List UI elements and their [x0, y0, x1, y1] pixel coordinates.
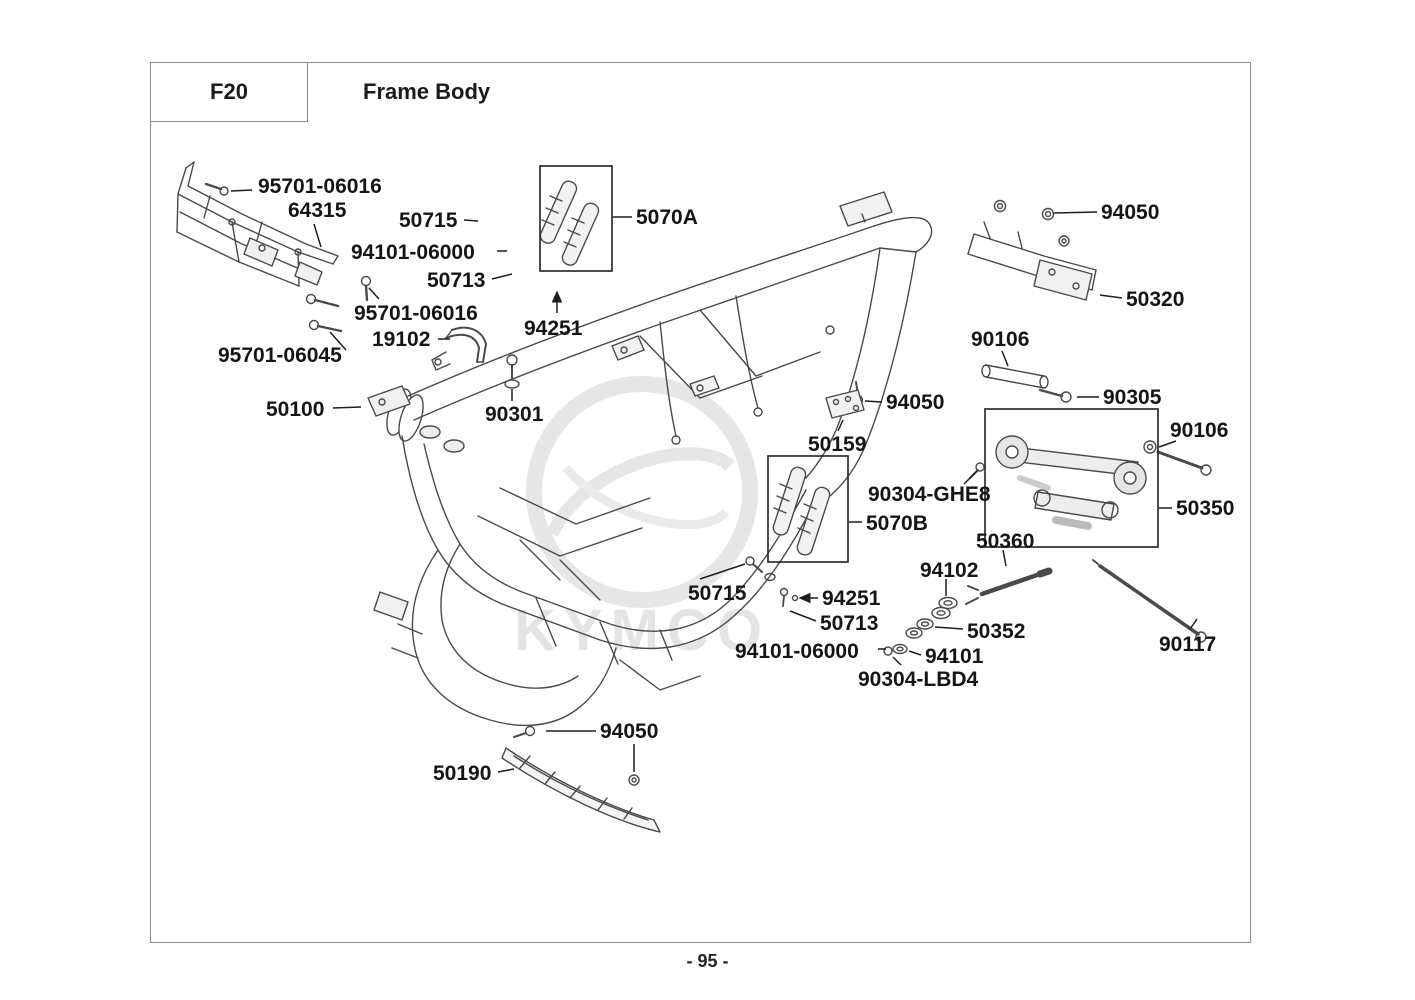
part-label-19102-6: 19102 — [372, 328, 431, 351]
floor-brace — [501, 725, 661, 833]
part-label-94102-23: 94102 — [920, 559, 979, 582]
leader-line-95701-06016 — [368, 287, 380, 300]
kymco-watermark: KYMCO — [514, 376, 762, 663]
part-label-64315-1: 64315 — [288, 199, 347, 222]
part-label-94101-06000-28: 94101-06000 — [735, 640, 859, 663]
rear-carrier — [967, 199, 1097, 301]
part-label-5070B-20: 5070B — [866, 512, 928, 535]
leader-line-90106 — [1158, 440, 1177, 448]
leader-line-95701-06045 — [329, 331, 347, 351]
part-label-95701-06045-7: 95701-06045 — [218, 344, 342, 367]
part-label-94101-29: 94101 — [925, 645, 984, 668]
detail-box-5070B — [767, 455, 849, 563]
mid-right-hardware — [825, 364, 1212, 479]
leader-line-50320 — [1099, 294, 1123, 299]
wire-bracket — [431, 326, 520, 389]
leader-line-50715 — [699, 563, 746, 580]
leader-line-50159 — [837, 419, 844, 432]
detail-box-5070A — [539, 165, 613, 272]
leader-line-50713 — [491, 273, 513, 280]
part-label-50350-21: 50350 — [1176, 497, 1235, 520]
page-number: - 95 - — [686, 951, 729, 971]
part-label-50360-22: 50360 — [976, 530, 1035, 553]
part-label-50713-26: 50713 — [820, 612, 879, 635]
part-label-50320-11: 50320 — [1126, 288, 1185, 311]
leader-line-90106 — [1001, 350, 1009, 367]
part-label-90106-14: 90106 — [1170, 419, 1229, 442]
frame-drawing — [176, 161, 1212, 833]
leader-lines — [230, 189, 1198, 773]
part-label-50352-27: 50352 — [967, 620, 1026, 643]
part-label-94050-10: 94050 — [1101, 201, 1160, 224]
part-label-5070A-9: 5070A — [636, 206, 698, 229]
footrest-rubbers-5070B — [772, 466, 831, 556]
part-label-50715-24: 50715 — [688, 582, 747, 605]
leader-line-50190 — [497, 768, 515, 773]
leader-line-90304-GHE8 — [963, 470, 978, 485]
leader-line-95701-06016 — [230, 189, 253, 192]
main-frame — [367, 191, 933, 727]
part-label-50713-4: 50713 — [427, 269, 486, 292]
part-label-95701-06016-0: 95701-06016 — [258, 175, 382, 198]
footrest-rubbers-5070A — [539, 180, 600, 266]
leader-line-90304-LBD4 — [892, 656, 902, 666]
part-label-94101-06000-3: 94101-06000 — [351, 241, 475, 264]
part-label-50100-17: 50100 — [266, 398, 325, 421]
front-fasteners — [204, 182, 372, 333]
part-label-94251-8: 94251 — [524, 317, 583, 340]
leader-line-50360 — [1002, 549, 1007, 567]
lower-hardware — [745, 556, 1207, 656]
part-label-90305-13: 90305 — [1103, 386, 1162, 409]
leader-line-94050 — [864, 400, 883, 403]
part-label-95701-06016-5: 95701-06016 — [354, 302, 478, 325]
leader-line-90117 — [1189, 618, 1198, 630]
leader-line-50100 — [332, 406, 362, 409]
front-subframe — [176, 161, 339, 287]
part-label-50715-2: 50715 — [399, 209, 458, 232]
part-label-90304-LBD4-30: 90304-LBD4 — [858, 668, 979, 691]
leader-line-64315 — [313, 223, 322, 248]
part-label-90301-18: 90301 — [485, 403, 544, 426]
part-label-90304-GHE8-19: 90304-GHE8 — [868, 483, 991, 506]
section-code: F20 — [210, 79, 248, 104]
part-label-90106-12: 90106 — [971, 328, 1030, 351]
part-label-50159-16: 50159 — [808, 433, 867, 456]
part-label-50190-33: 50190 — [433, 762, 492, 785]
part-label-94251-25: 94251 — [822, 587, 881, 610]
section-code-box: F20 — [150, 62, 308, 122]
part-label-94050-15: 94050 — [886, 391, 945, 414]
detail-box-50350 — [984, 408, 1159, 548]
leader-line-94050 — [1053, 211, 1098, 214]
leader-line-50715 — [463, 219, 479, 222]
leader-line-94101 — [908, 650, 922, 656]
leader-line-50713 — [789, 610, 817, 622]
engine-hanger-assembly — [995, 435, 1147, 530]
part-label-94050-32: 94050 — [600, 720, 659, 743]
part-label-90117-31: 90117 — [1159, 633, 1217, 656]
page-title: Frame Body — [363, 79, 491, 104]
leader-line-50352 — [934, 626, 964, 630]
